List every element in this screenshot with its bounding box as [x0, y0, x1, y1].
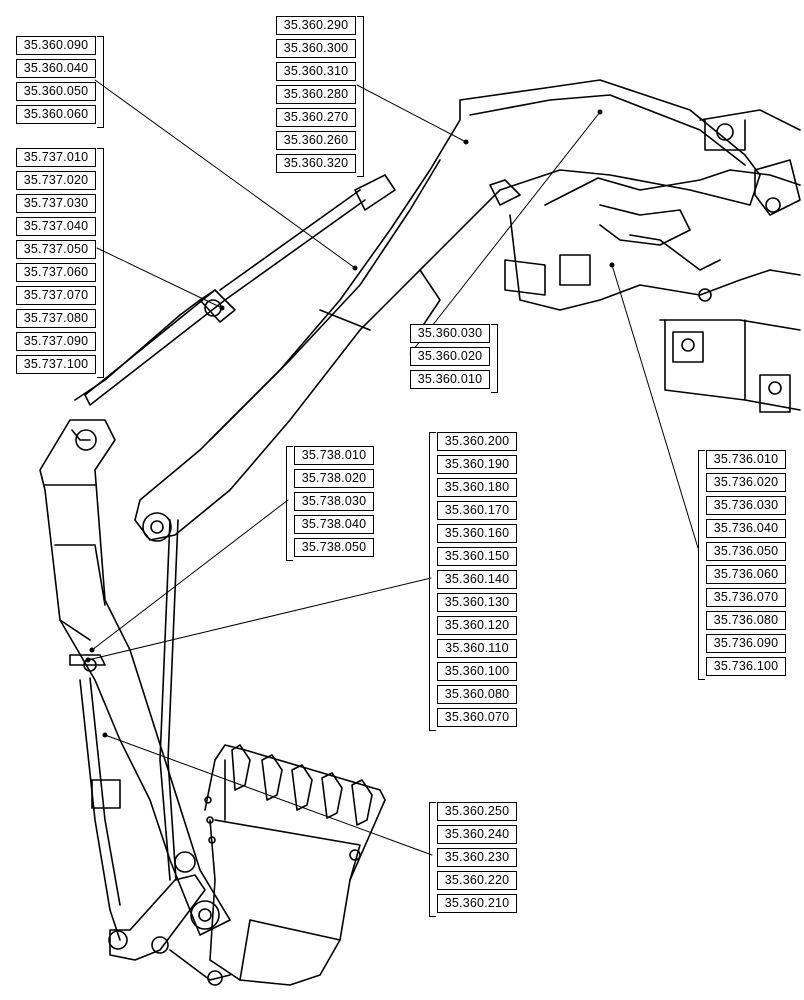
part-ref-label[interactable]: 35.360.230	[437, 848, 517, 867]
group-arm-lines: 35.360.200 35.360.190 35.360.180 35.360.…	[429, 432, 517, 731]
part-ref-label[interactable]: 35.736.090	[706, 634, 786, 653]
part-ref-label[interactable]: 35.736.030	[706, 496, 786, 515]
group-bucket-lines: 35.360.250 35.360.240 35.360.230 35.360.…	[429, 802, 517, 917]
bracket	[698, 450, 705, 680]
part-ref-label[interactable]: 35.360.300	[276, 39, 356, 58]
part-ref-label[interactable]: 35.736.100	[706, 657, 786, 676]
part-ref-label[interactable]: 35.360.120	[437, 616, 517, 635]
bucket-cylinder-drawing	[69, 654, 121, 941]
upper-structure	[504, 109, 801, 413]
bucket	[204, 744, 386, 986]
part-ref-label[interactable]: 35.360.240	[437, 825, 517, 844]
boom-cylinder-drawing	[74, 174, 521, 406]
bucket-linkage	[108, 851, 231, 986]
part-ref-label[interactable]: 35.736.070	[706, 588, 786, 607]
part-ref-label[interactable]: 35.737.030	[16, 194, 96, 213]
group-bucket-cylinder: 35.738.010 35.738.020 35.738.030 35.738.…	[286, 446, 374, 561]
part-ref-label[interactable]: 35.737.050	[16, 240, 96, 259]
part-ref-label[interactable]: 35.360.060	[16, 105, 96, 124]
part-ref-label[interactable]: 35.737.010	[16, 148, 96, 167]
part-ref-label[interactable]: 35.737.020	[16, 171, 96, 190]
part-ref-label[interactable]: 35.360.220	[437, 871, 517, 890]
part-ref-label[interactable]: 35.360.280	[276, 85, 356, 104]
bracket	[357, 16, 364, 177]
bracket	[429, 802, 436, 917]
part-ref-label[interactable]: 35.737.060	[16, 263, 96, 282]
group-arm-cylinder: 35.736.010 35.736.020 35.736.030 35.736.…	[698, 450, 786, 680]
part-ref-label[interactable]: 35.360.100	[437, 662, 517, 681]
part-ref-label[interactable]: 35.360.050	[16, 82, 96, 101]
part-ref-label[interactable]: 35.360.130	[437, 593, 517, 612]
part-ref-label[interactable]: 35.360.290	[276, 16, 356, 35]
group-boom-hoses-upper: 35.360.090 35.360.040 35.360.050 35.360.…	[16, 36, 104, 128]
part-ref-label[interactable]: 35.736.010	[706, 450, 786, 469]
part-ref-label[interactable]: 35.737.090	[16, 332, 96, 351]
part-ref-label[interactable]: 35.736.080	[706, 611, 786, 630]
part-ref-label[interactable]: 35.360.160	[437, 524, 517, 543]
bracket	[286, 446, 293, 561]
part-ref-label[interactable]: 35.360.070	[437, 708, 517, 727]
part-ref-label[interactable]: 35.360.020	[410, 347, 490, 366]
part-ref-label[interactable]: 35.360.260	[276, 131, 356, 150]
part-ref-label[interactable]: 35.737.070	[16, 286, 96, 305]
group-boom-pipes-top: 35.360.290 35.360.300 35.360.310 35.360.…	[276, 16, 364, 177]
boom	[134, 79, 761, 542]
part-ref-label[interactable]: 35.738.030	[294, 492, 374, 511]
group-boom-cylinder: 35.737.010 35.737.020 35.737.030 35.737.…	[16, 148, 104, 378]
part-ref-label[interactable]: 35.736.040	[706, 519, 786, 538]
part-ref-label[interactable]: 35.360.190	[437, 455, 517, 474]
bracket	[491, 324, 498, 393]
bracket	[97, 36, 104, 128]
part-ref-label[interactable]: 35.360.010	[410, 370, 490, 389]
part-ref-label[interactable]: 35.360.040	[16, 59, 96, 78]
leader-lines	[87, 79, 699, 856]
part-ref-label[interactable]: 35.738.010	[294, 446, 374, 465]
part-ref-label[interactable]: 35.360.090	[16, 36, 96, 55]
part-ref-label[interactable]: 35.360.320	[276, 154, 356, 173]
part-ref-label[interactable]: 35.360.250	[437, 802, 517, 821]
part-ref-label[interactable]: 35.737.080	[16, 309, 96, 328]
part-ref-label[interactable]: 35.737.100	[16, 355, 96, 374]
part-ref-label[interactable]: 35.736.050	[706, 542, 786, 561]
part-ref-label[interactable]: 35.360.110	[437, 639, 517, 658]
part-ref-label[interactable]: 35.360.140	[437, 570, 517, 589]
leader-dots	[85, 109, 615, 738]
part-ref-label[interactable]: 35.360.310	[276, 62, 356, 81]
part-ref-label[interactable]: 35.360.080	[437, 685, 517, 704]
part-ref-label[interactable]: 35.736.060	[706, 565, 786, 584]
part-ref-label[interactable]: 35.736.020	[706, 473, 786, 492]
part-ref-label[interactable]: 35.360.200	[437, 432, 517, 451]
part-ref-label[interactable]: 35.738.020	[294, 469, 374, 488]
part-ref-label[interactable]: 35.737.040	[16, 217, 96, 236]
part-ref-label[interactable]: 35.738.040	[294, 515, 374, 534]
part-ref-label[interactable]: 35.360.170	[437, 501, 517, 520]
bracket	[429, 432, 436, 731]
part-ref-label[interactable]: 35.360.210	[437, 894, 517, 913]
part-ref-label[interactable]: 35.360.180	[437, 478, 517, 497]
group-boom-base-lines: 35.360.030 35.360.020 35.360.010	[410, 324, 498, 393]
arm	[39, 419, 231, 936]
part-ref-label[interactable]: 35.360.270	[276, 108, 356, 127]
part-ref-label[interactable]: 35.738.050	[294, 538, 374, 557]
part-ref-label[interactable]: 35.360.030	[410, 324, 490, 343]
bracket	[97, 148, 104, 378]
part-ref-label[interactable]: 35.360.150	[437, 547, 517, 566]
